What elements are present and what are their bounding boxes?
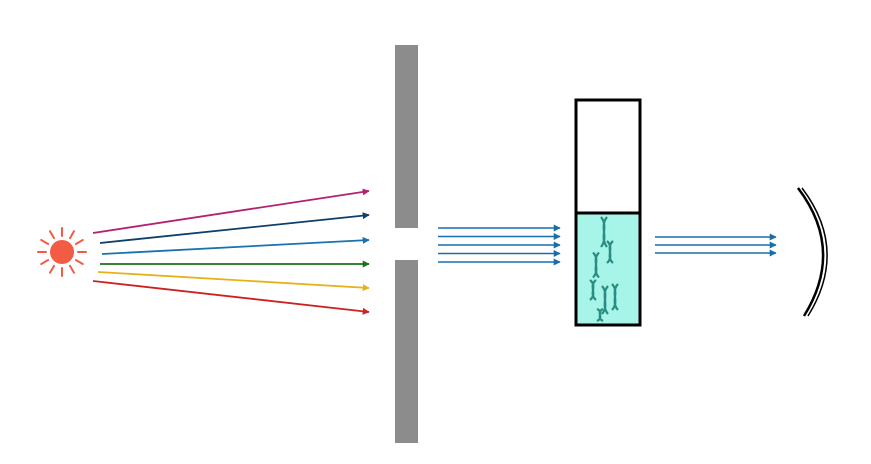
cuvette-particles [589, 216, 619, 322]
slit-barrier [395, 45, 418, 443]
transmitted-beam [655, 233, 777, 257]
sun-ray [49, 264, 55, 274]
sample-particle [592, 251, 600, 279]
source-ray [92, 188, 370, 234]
sample-particle [611, 283, 619, 311]
light-source-sun-icon [37, 227, 87, 277]
sun-ray [74, 239, 84, 245]
sun-ray [69, 264, 75, 274]
sun-ray [49, 230, 55, 240]
slit-lower-plate [395, 260, 418, 443]
source-ray [97, 271, 370, 292]
sun-ray [74, 259, 84, 265]
sample-cuvette [574, 98, 642, 327]
source-rays [92, 188, 370, 315]
source-ray [92, 280, 370, 315]
slit-upper-plate [395, 45, 418, 228]
source-ray [99, 212, 370, 244]
detector-curved-mirror [797, 187, 828, 317]
sample-particle [600, 216, 608, 248]
cuvette-liquid [576, 213, 640, 325]
collimated-beam [438, 224, 561, 266]
sample-particle [601, 285, 609, 315]
sun-ray [40, 239, 50, 245]
sun-ray [40, 259, 50, 265]
sun-rays [37, 227, 87, 277]
sun-ray [69, 230, 75, 240]
sample-particle [589, 279, 597, 301]
sample-particle [606, 240, 614, 264]
sun-core [50, 240, 74, 264]
sample-particle [596, 308, 604, 322]
source-ray [101, 236, 370, 255]
